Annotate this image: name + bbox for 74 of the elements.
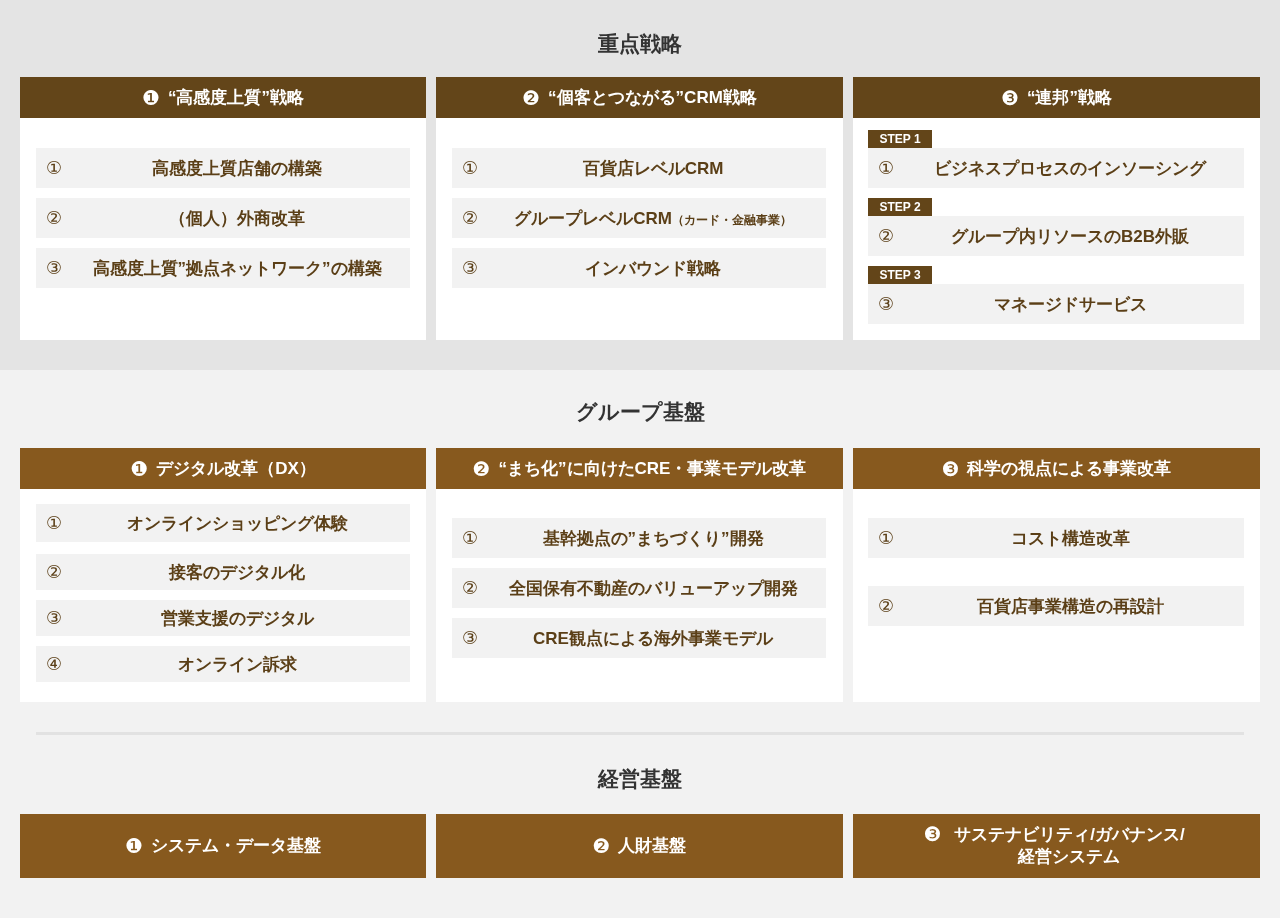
step-tag: STEP 1 [868,130,932,148]
circled-number: ② [878,226,896,246]
card-title: “連邦”戦略 [1026,87,1112,109]
circled-number: ① [462,158,480,178]
foundation-box [853,814,1260,878]
item-row [868,216,1244,256]
item-text: インバウンド戦略 [585,258,721,278]
circled-number: ③ [462,628,480,648]
circled-number: ② [46,208,64,228]
circled-number: ❷ [472,458,491,479]
item-text: ビジネスプロセスのインソーシング [934,158,1206,178]
card-title: デジタル改革（DX） [156,458,316,480]
item-text: 営業支援のデジタル [160,608,314,628]
circled-number: ❶ [142,87,160,108]
circled-number: ❸ [1001,87,1019,108]
foundation-box [20,814,426,878]
item-text: オンラインショッピング体験 [126,513,348,533]
circled-number: ❶ [130,458,149,479]
item-text: 接客のデジタル化 [169,562,305,582]
section-band [0,0,1280,370]
item-text: 基幹拠点の”まちづくり”開発 [542,528,764,548]
circled-number: ④ [46,654,64,674]
item-row [868,284,1244,324]
item-text: CRE観点による海外事業モデル [533,628,773,648]
section-title: 経営基盤 [598,766,682,792]
circled-number: ① [462,528,480,548]
item-text: グループ内リソースのB2B外販 [951,226,1189,246]
strategy-card [20,77,426,340]
item-text: グループレベルCRM [514,208,672,228]
circled-number: ③ [462,258,480,278]
card-title: 科学の視点による事業改革 [967,458,1172,480]
item-text: オンライン訴求 [177,654,297,674]
circled-number: ① [878,158,896,178]
circled-number: ① [46,513,64,533]
strategy-card [20,448,426,702]
circled-number: ② [878,596,896,616]
item-text: コスト構造改革 [1010,528,1130,548]
item-text: 百貨店レベルCRM [582,158,724,178]
strategy-card [436,448,843,702]
circled-number: ❸ [941,458,960,479]
item-text: 高感度上質”拠点ネットワーク”の構築 [92,258,382,278]
circled-number: ❷ [522,87,541,108]
circled-number: ❷ [592,836,611,856]
item-text: 高感度上質店舗の構築 [152,158,322,178]
circled-number: ❸ [923,824,942,844]
circled-number: ❶ [125,836,143,856]
item-text: （個人）外商改革 [169,208,305,228]
step-tag: STEP 3 [868,266,932,284]
box-title: サステナビリティ/ガバナンス/経営システム [953,824,1186,868]
card-title: “高感度上質”戦略 [167,87,304,109]
strategy-card [436,77,843,340]
circled-number: ② [462,208,480,228]
circled-number: ② [462,578,480,598]
box-title: システム・データ基盤 [150,835,321,857]
foundation-box [436,814,843,878]
item-text: 百貨店事業構造の再設計 [976,596,1164,616]
box-title: 人財基盤 [618,835,687,857]
item-text: マネージドサービス [993,294,1147,314]
circled-number: ① [46,158,64,178]
circled-number: ③ [46,608,64,628]
strategy-card [853,77,1260,340]
circled-number: ③ [878,294,896,314]
section-title: グループ基盤 [575,399,705,425]
circled-number: ① [878,528,896,548]
circled-number: ③ [46,258,64,278]
strategy-card [853,448,1260,702]
item-text: 全国保有不動産のバリューアップ開発 [508,578,798,598]
step-tag: STEP 2 [868,198,932,216]
card-title: “個客とつながる”CRM戦略 [548,87,757,109]
card-title: “まち化”に向けたCRE・事業モデル改革 [498,458,807,480]
item-note: （カード・金融事業） [671,212,792,227]
item-row [868,148,1244,188]
section-title: 重点戦略 [598,31,682,57]
circled-number: ② [46,562,64,582]
